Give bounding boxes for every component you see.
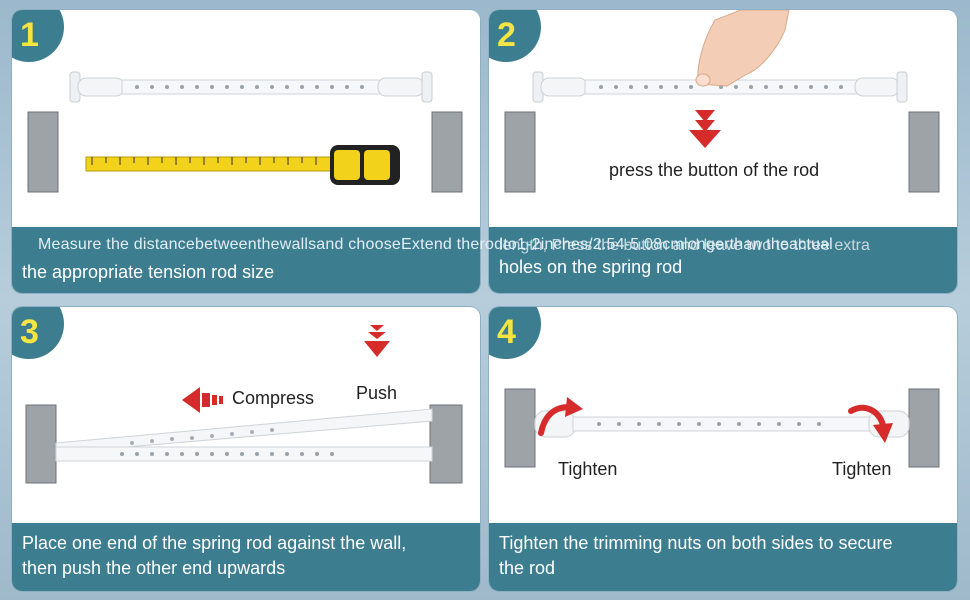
step-2-panel: 2 press the button of — [489, 10, 957, 293]
tape-measure — [85, 145, 400, 185]
left-wall — [25, 404, 57, 484]
tighten-right-label: Tighten — [832, 459, 892, 479]
finger-icon — [695, 10, 790, 87]
step-4-caption: Tighten the trimming nuts on both sides … — [489, 523, 957, 591]
tension-rod — [69, 71, 433, 103]
step-1-illustration — [27, 71, 463, 193]
step-3-panel: 3 — [12, 307, 480, 591]
tension-rod — [532, 71, 908, 103]
step-2-caption: length, Press the button and leave two t… — [489, 227, 957, 293]
step-2-illustration — [504, 10, 940, 193]
left-wall — [27, 111, 59, 193]
left-arrow-icon — [182, 387, 223, 413]
down-arrow-icon — [364, 325, 390, 357]
left-wall — [504, 388, 536, 468]
step-1-caption-text: the appropriate tension rod size — [22, 262, 275, 282]
compress-label: Compress — [232, 388, 315, 408]
tension-rod — [534, 410, 910, 438]
right-wall — [429, 404, 463, 484]
step-3-caption-line-1: Place one end of the spring rod against … — [22, 533, 407, 553]
right-wall — [431, 111, 463, 193]
angled-rod — [55, 408, 433, 454]
step-1-panel: 1 — [12, 10, 480, 293]
rotate-arrow-left-icon — [538, 397, 583, 436]
step-3-number: 3 — [20, 313, 39, 351]
press-button-label: press the button of the rod — [609, 160, 820, 180]
rotate-arrow-right-icon — [848, 404, 893, 443]
step-4-number: 4 — [497, 313, 516, 351]
right-wall — [908, 111, 940, 193]
step-2-caption-garbled: length, Press the button and leave two t… — [499, 237, 870, 254]
step-2-caption-text: holes on the spring rod — [499, 257, 683, 277]
push-label: Push — [356, 383, 398, 403]
tighten-left-label: Tighten — [558, 459, 618, 479]
straight-rod — [55, 446, 433, 462]
step-1-number: 1 — [20, 16, 39, 54]
step-3-caption-line-2: then push the other end upwards — [22, 558, 286, 578]
down-arrow-icon — [689, 110, 721, 148]
step-2-number: 2 — [497, 16, 516, 54]
step-4-caption-line-2: the rod — [499, 558, 556, 578]
step-3-caption: Place one end of the spring rod against … — [12, 523, 480, 591]
step-4-caption-line-1: Tighten the trimming nuts on both sides … — [499, 533, 893, 553]
step-4-panel: 4 Tighten Tighten Tighten the trimming n… — [489, 307, 957, 591]
right-wall — [908, 388, 940, 468]
step-3-illustration — [25, 325, 463, 484]
step-1-caption: the appropriate tension rod size — [12, 227, 480, 293]
left-wall — [504, 111, 536, 193]
step-4-illustration — [504, 388, 940, 468]
overlay-caption: Measure the distancebetweenthewallsand c… — [38, 236, 833, 253]
